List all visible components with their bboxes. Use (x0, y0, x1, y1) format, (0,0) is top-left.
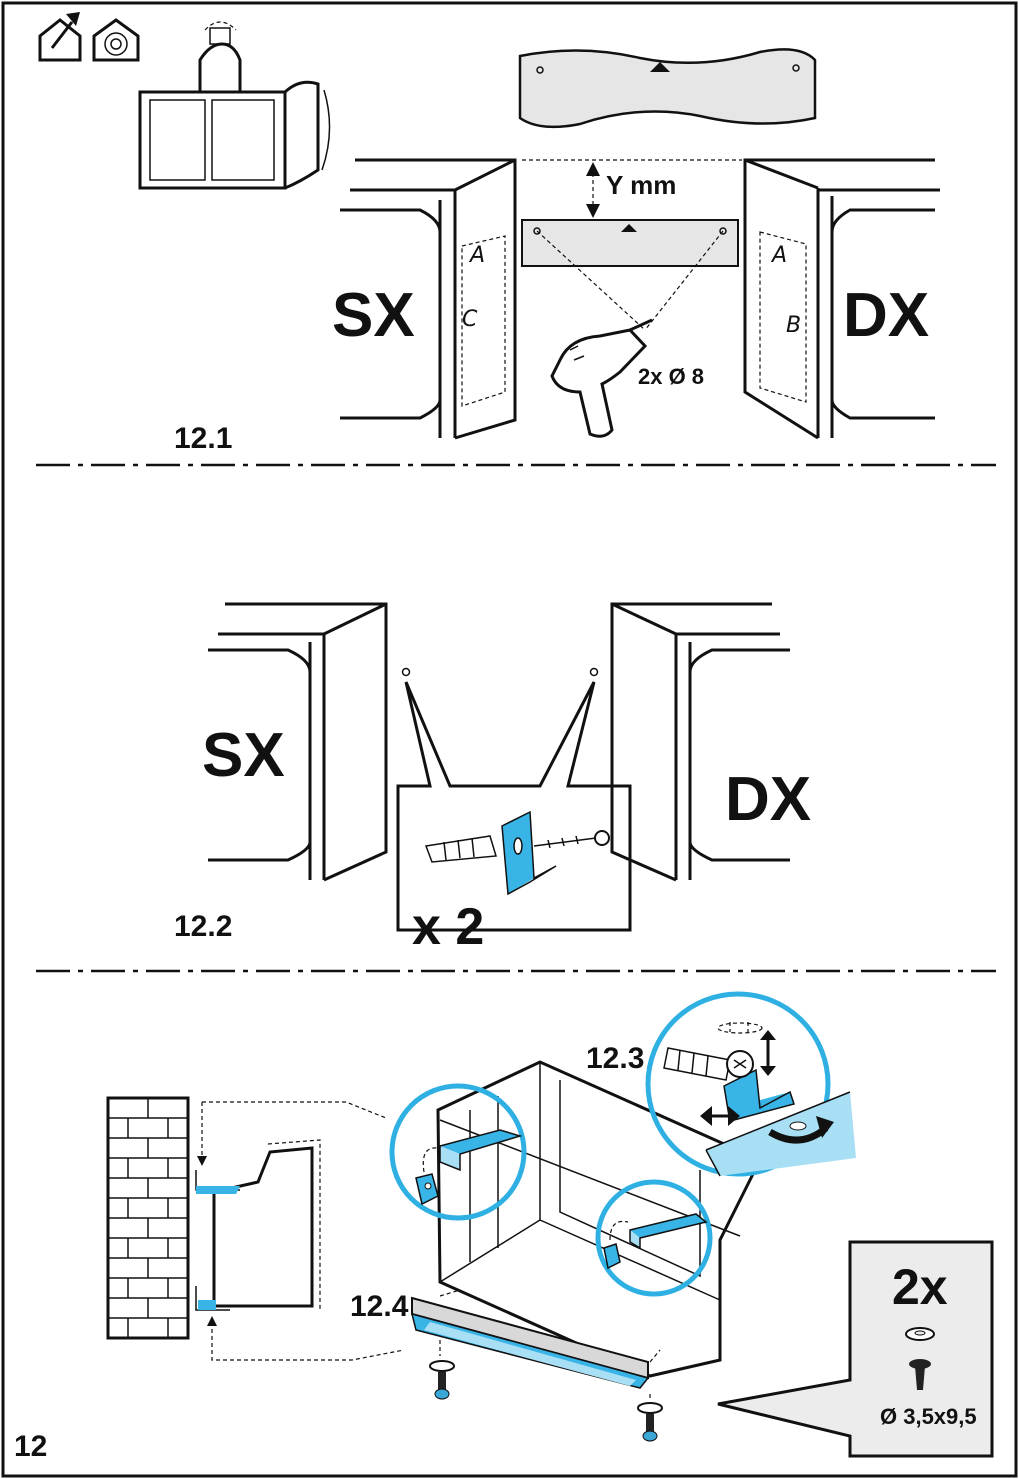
step-label-12-1: 12.1 (174, 422, 232, 455)
dx-label-12-2: DX (725, 765, 811, 834)
drill-spec-label: 2x Ø 8 (638, 364, 704, 389)
left-wall-cabinet-12-2 (208, 602, 388, 882)
house-with-arrow-icon (38, 12, 82, 62)
mounting-template (521, 159, 742, 331)
y-dimension-label: Y mm (606, 170, 676, 200)
mark-left-c: C (462, 307, 478, 332)
y-dimension-arrow (586, 162, 600, 218)
screw-spec-label: Ø 3,5x9,5 (880, 1404, 977, 1429)
quantity-label-12-2: x 2 (412, 898, 484, 956)
sx-label-12-2: SX (202, 721, 285, 790)
sx-label-12-1: SX (332, 281, 415, 350)
brick-wall-side-view (106, 1096, 190, 1340)
page-number: 12 (14, 1430, 47, 1463)
right-wall-cabinet-12-1 (743, 158, 940, 440)
screw-icon (533, 830, 610, 849)
screw-with-washer-left (429, 1360, 455, 1400)
hood-side-profile (195, 1101, 405, 1361)
bracket-detail-ring-middle (595, 1179, 713, 1297)
house-with-spiral-icon (92, 18, 140, 62)
hardware-callout (396, 667, 632, 932)
screw-spec-icon (909, 1359, 931, 1390)
step-label-12-4: 12.4 (350, 1290, 409, 1323)
drill-icon (550, 318, 653, 438)
drilling-template-sheet (518, 48, 817, 129)
quantity-label-12-4: 2x (892, 1259, 948, 1315)
mark-left-a: A (468, 243, 485, 268)
step-label-12-2: 12.2 (174, 910, 232, 943)
cabinet-with-hood-sketch (138, 21, 331, 190)
left-wall-cabinet-12-1 (340, 158, 517, 440)
step-label-12-3: 12.3 (586, 1042, 644, 1075)
bracket-detail-ring-left (389, 1083, 527, 1221)
screw-quantity-callout (717, 1240, 994, 1458)
right-wall-cabinet-12-2 (610, 602, 790, 882)
mounting-bracket-icon (501, 810, 557, 896)
bottom-cover-panel (410, 1289, 661, 1400)
mark-right-a: A (770, 243, 787, 268)
wall-plug-icon (424, 835, 497, 863)
screw-with-washer-right (637, 1402, 663, 1442)
washer-icon (905, 1327, 935, 1341)
dx-label-12-1: DX (843, 281, 929, 350)
mark-right-b: B (786, 313, 801, 338)
adjustment-detail-ring (645, 991, 856, 1177)
